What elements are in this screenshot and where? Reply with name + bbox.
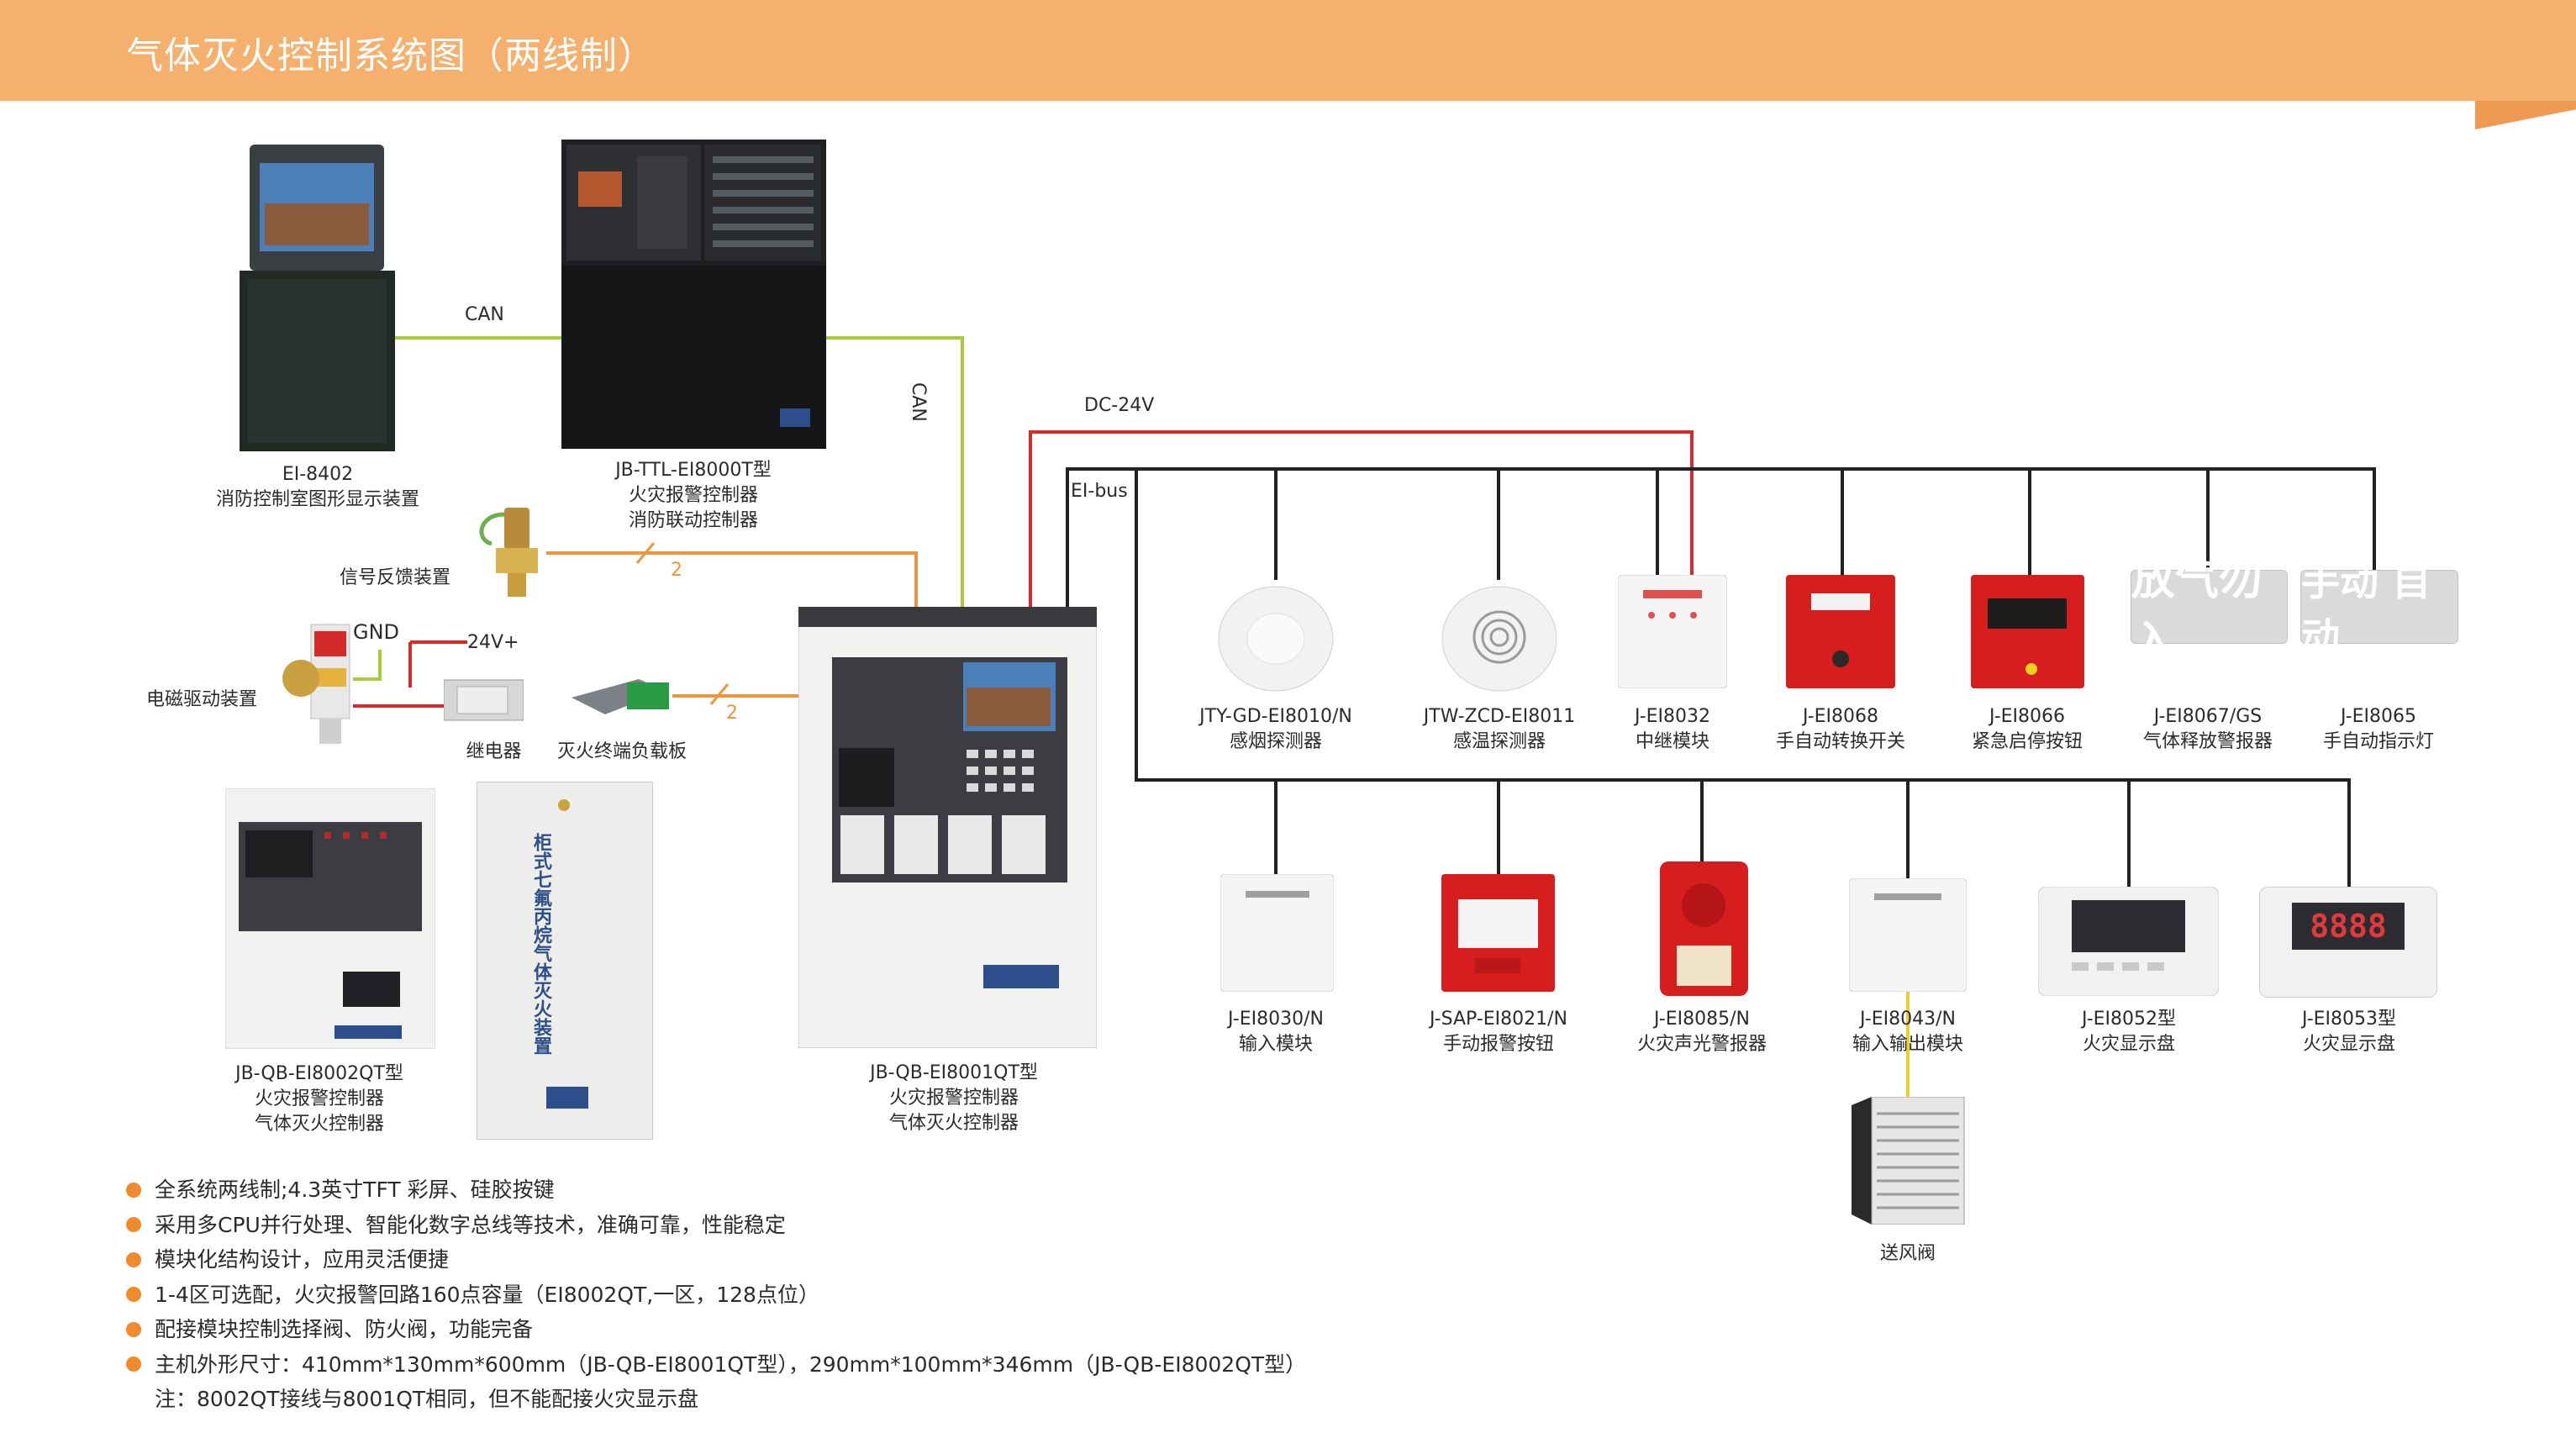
- bullet-dot-icon: [126, 1217, 141, 1233]
- solenoid-label: 电磁驱动装置: [145, 689, 257, 710]
- relay-label: 继电器: [466, 741, 522, 762]
- gnd-label: GND: [353, 620, 400, 644]
- note-item: 采用多CPU并行处理、智能化数字总线等技术，准确可靠，性能稳定: [126, 1208, 1306, 1243]
- cabinet-text: 柜式七氟丙烷气体灭火装置: [530, 833, 551, 1055]
- note-item: 模块化结构设计，应用灵活便捷: [126, 1242, 1306, 1278]
- signal-feedback-label: 信号反馈装置: [339, 567, 450, 588]
- jb-qb-ei8002qt-panel-image: [225, 788, 435, 1049]
- can-vertical-label: CAN: [908, 382, 929, 422]
- smoke-detector-image: [1218, 586, 1334, 692]
- eibus-drops-bottom: [1274, 780, 2131, 889]
- fire-display-8053-image: 8888: [2259, 887, 2437, 998]
- eibus-wire-bottom: [1135, 469, 2351, 889]
- jb-qb-ei8001qt-controller-image: [798, 607, 1097, 1048]
- bullet-dot-icon: [126, 1182, 141, 1198]
- manual-auto-indicator-image: 手动 自动: [2300, 559, 2458, 660]
- v24-label: 24V+: [467, 632, 519, 653]
- footnote: 注：8002QT接线与8001QT相同，但不能配接火灾显示盘: [155, 1387, 699, 1411]
- eibus-wire-top: [1066, 467, 2376, 607]
- dc24v-wire: [1029, 430, 1694, 607]
- gnd-wire: [353, 650, 382, 681]
- solenoid-drive-device-image: [282, 624, 350, 744]
- cabinet-extinguisher-image: 柜式七氟丙烷气体灭火装置: [477, 782, 653, 1140]
- manual-alarm-button-image: [1441, 874, 1555, 992]
- emergency-button-image: [1971, 575, 2084, 688]
- heat-detector-image: [1441, 586, 1557, 692]
- display-8053-label: J-EI8053型火灾显示盘: [2301, 1009, 2397, 1055]
- dc24v-label: DC-24V: [1084, 395, 1155, 416]
- qb8002-label: JB-QB-EI8002QT型火灾报警控制器气体灭火控制器: [235, 1063, 403, 1135]
- title-banner: [0, 0, 2576, 101]
- signal-wire-hash: [635, 542, 656, 564]
- bullet-dot-icon: [126, 1251, 141, 1267]
- manual-auto-switch-image: [1786, 575, 1895, 688]
- can-wire-to-controller: [825, 336, 964, 607]
- note-item: 全系统两线制;4.3英寸TFT 彩屏、硅胶按键: [126, 1172, 1306, 1208]
- eibus-drops-top: [1274, 469, 2210, 580]
- fire-display-8052-image: [2038, 887, 2219, 996]
- page-title: 气体灭火控制系统图（两线制）: [126, 34, 656, 77]
- sounder-strobe-image: [1660, 861, 1748, 996]
- wire-count-label: 2: [726, 703, 738, 724]
- io-module-image: [1849, 878, 1967, 992]
- relay-module-image: [1618, 575, 1727, 688]
- note-item: 配接模块控制选择阀、防火阀，功能完备: [126, 1312, 1306, 1347]
- jb-ttl-ei8000t-cabinet-image: [561, 140, 826, 449]
- terminal-board-label: 灭火终端负载板: [556, 741, 687, 762]
- input-module-image: [1220, 874, 1334, 992]
- note-item: 主机外形尺寸：410mm*130mm*600mm（JB-QB-EI8001QT型…: [126, 1347, 1306, 1383]
- feature-notes: 全系统两线制;4.3英寸TFT 彩屏、硅胶按键 采用多CPU并行处理、智能化数字…: [126, 1172, 1306, 1417]
- lock-icon: [558, 799, 570, 811]
- terminal-wire-hash: [709, 683, 730, 705]
- relay-image: [444, 679, 524, 721]
- wire-count-label: 2: [671, 560, 682, 581]
- gas-release-sign-image: 放气勿入: [2131, 555, 2288, 668]
- signal-feedback-device-image: [479, 508, 538, 597]
- segment-display: 8888: [2310, 908, 2387, 945]
- can-label: CAN: [465, 304, 504, 325]
- eibus-label: EI-bus: [1071, 481, 1128, 502]
- bullet-dot-icon: [126, 1287, 141, 1303]
- air-damper-label: 送风阀: [1879, 1243, 1936, 1264]
- display-8052-label: J-EI8052型火灾显示盘: [2081, 1009, 2177, 1055]
- ttl8000t-label: JB-TTL-EI8000T型火灾报警控制器消防联动控制器: [615, 460, 772, 531]
- logo-icon: [546, 1087, 588, 1109]
- note-item: 1-4区可选配，火灾报警回路160点容量（EI8002QT,一区，128点位）: [126, 1278, 1306, 1313]
- signal-feedback-wire: [546, 551, 918, 607]
- bullet-dot-icon: [126, 1321, 141, 1337]
- air-damper-image: [1852, 1097, 1965, 1225]
- qb8001-label: JB-QB-EI8001QT型火灾报警控制器气体灭火控制器: [870, 1062, 1038, 1134]
- bullet-dot-icon: [126, 1357, 141, 1372]
- terminal-load-board-image: [572, 679, 669, 714]
- ei8402-terminal-image: [240, 145, 395, 451]
